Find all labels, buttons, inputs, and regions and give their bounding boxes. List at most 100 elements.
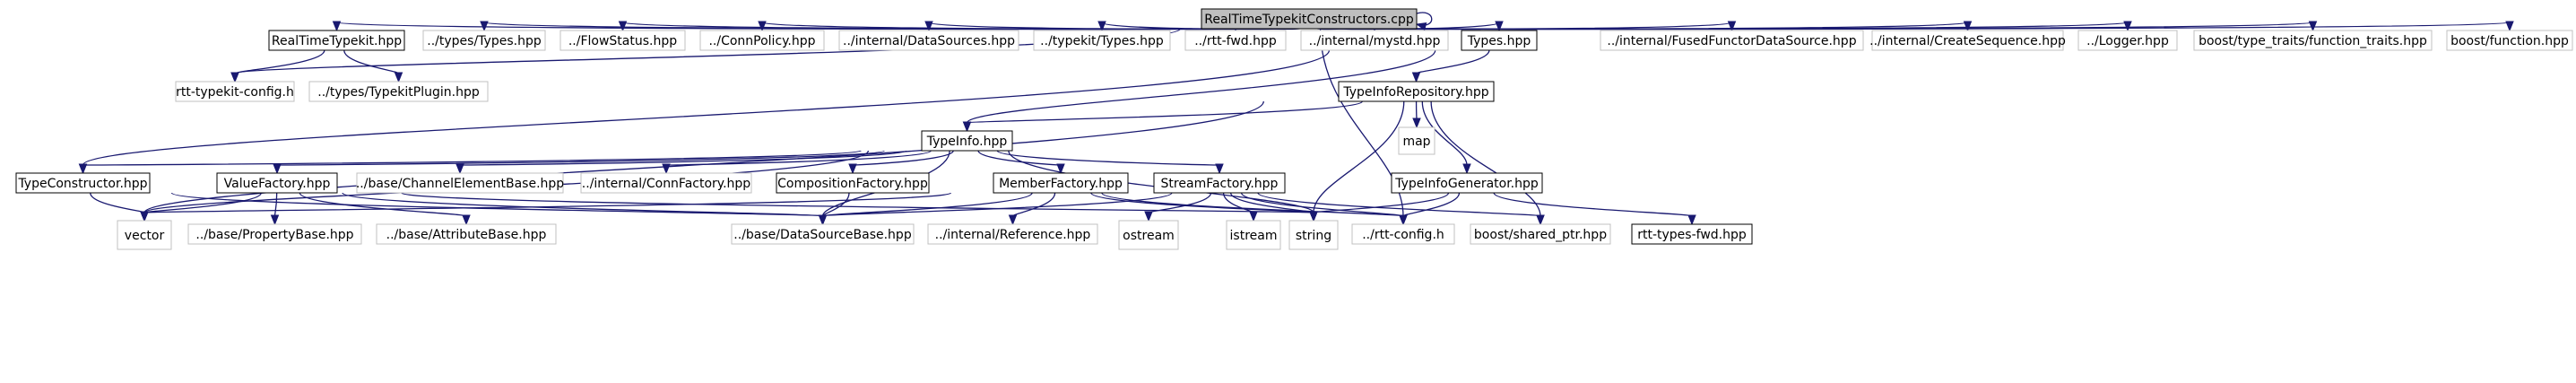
node-box	[1398, 126, 1435, 155]
node-chanelembase-hpp: ../base/ChannelElementBase.hpp	[356, 172, 564, 194]
edge-line	[82, 49, 1331, 166]
node-label: ../types/Types.hpp	[427, 34, 542, 48]
node-rtt-fwd-hpp: ../rtt-fwd.hpp	[1184, 30, 1287, 51]
edge-arrowhead	[1249, 211, 1258, 222]
edge-line	[996, 150, 1220, 166]
node-label: ../ConnPolicy.hpp	[708, 34, 815, 48]
node-label: ../base/DataSourceBase.hpp	[733, 228, 912, 242]
edge-typeinforepo-hpp-to-typeinfogen-hpp	[1421, 100, 1471, 175]
edge-typeinforepo-hpp-to-typeinfo-hpp	[962, 100, 1364, 133]
edge-rtt-typekit-hpp-to-typekitplugin-hpp	[343, 49, 403, 83]
edge-line	[1402, 192, 1461, 217]
edge-arrowhead	[758, 21, 767, 32]
node-box	[1351, 223, 1455, 245]
node-label: boost/function.hpp	[2450, 34, 2569, 48]
node-label: RealTimeTypekit.hpp	[272, 34, 402, 48]
node-flowstatus-hpp: ../FlowStatus.hpp	[559, 30, 686, 51]
edge-streamfactory-hpp-to-ostream	[1144, 192, 1212, 222]
edge-arrowhead	[1495, 21, 1504, 32]
node-label: boost/type_traits/function_traits.hpp	[2199, 34, 2427, 48]
node-rtt-typekit-hpp[interactable]: RealTimeTypekit.hpp	[268, 30, 405, 51]
edge-rtt-typekit-hpp-to-rtt-typekit-config-h	[230, 49, 325, 83]
edge-typeinfo-hpp-to-memberfactory-hpp	[977, 150, 1065, 175]
node-memberfactory-hpp[interactable]: MemberFactory.hpp	[993, 172, 1129, 194]
edge-root-to-boostfn-hpp	[1453, 21, 2514, 32]
edge-line	[143, 192, 262, 213]
node-shared-ptr-hpp: boost/shared_ptr.hpp	[1470, 223, 1611, 245]
edge-arrowhead	[1963, 21, 1973, 32]
node-typector-hpp[interactable]: TypeConstructor.hpp	[15, 172, 151, 194]
edge-line	[1421, 100, 1468, 166]
edge-arrowhead	[1309, 211, 1318, 222]
edge-arrowhead	[1144, 211, 1153, 222]
node-box	[216, 172, 338, 194]
edge-streamfactory-hpp-to-datasourcebase-hpp	[818, 192, 1173, 226]
node-box	[308, 81, 489, 102]
edge-arrowhead	[455, 163, 464, 175]
node-reference-hpp: ../internal/Reference.hpp	[927, 223, 1098, 245]
node-label: ../internal/Reference.hpp	[935, 228, 1091, 242]
edge-line	[1453, 22, 2511, 30]
node-box	[356, 172, 564, 194]
edge-arrowhead	[78, 163, 88, 175]
edge-line	[966, 100, 1364, 124]
edge-streamfactory-hpp-to-istream	[1222, 192, 1258, 222]
node-label: ../internal/CreateSequence.hpp	[1869, 34, 2066, 48]
edge-arrowhead	[1411, 72, 1421, 83]
node-label: rtt-typekit-config.h	[176, 85, 294, 100]
node-box	[699, 30, 825, 51]
node-valuefactory-hpp[interactable]: ValueFactory.hpp	[216, 172, 338, 194]
node-map: map	[1398, 126, 1435, 155]
edge-typector-hpp-to-vector	[90, 192, 149, 222]
node-typeinfogen-hpp[interactable]: TypeInfoGenerator.hpp	[1391, 172, 1543, 194]
node-rtt-types-fwd-hpp[interactable]: rtt-types-fwd.hpp	[1631, 223, 1753, 245]
node-typeinforepo-hpp[interactable]: TypeInfoRepository.hpp	[1338, 81, 1495, 102]
node-box	[838, 30, 1019, 51]
node-box	[268, 30, 405, 51]
node-box	[1631, 223, 1753, 245]
edge-typeinfo-hpp-to-chanelembase-hpp	[455, 150, 907, 175]
node-label: rtt-types-fwd.hpp	[1637, 228, 1747, 242]
node-typeinfo-hpp[interactable]: TypeInfo.hpp	[921, 130, 1013, 152]
node-box	[1201, 8, 1418, 30]
node-box	[376, 223, 557, 245]
node-box	[1153, 172, 1286, 194]
node-box	[1871, 30, 2064, 51]
edge-line	[1319, 28, 1404, 217]
node-connfactory-hpp: ../internal/ConnFactory.hpp	[580, 172, 752, 194]
node-label: ../internal/DataSources.hpp	[843, 34, 1015, 48]
edge-arrowhead	[818, 214, 828, 226]
node-ostream: ostream	[1118, 220, 1179, 250]
edge-line	[459, 150, 907, 166]
edge-arrowhead	[462, 214, 471, 226]
edge-root-to-rtt-config-h	[1319, 28, 1408, 226]
edge-typeinfogen-hpp-to-rtt-types-fwd-hpp	[1493, 192, 1696, 226]
edge-line	[1240, 192, 1404, 217]
node-datasourcebase-hpp: ../base/DataSourceBase.hpp	[731, 223, 915, 245]
node-connpolicy-hpp: ../ConnPolicy.hpp	[699, 30, 825, 51]
node-label: ../typekit/Types.hpp	[1040, 34, 1164, 48]
node-box	[1338, 81, 1495, 102]
node-streamfactory-hpp[interactable]: StreamFactory.hpp	[1153, 172, 1286, 194]
node-box	[2077, 30, 2178, 51]
node-string: string	[1288, 220, 1339, 250]
edge-typeinfo-hpp-to-connfactory-hpp	[662, 150, 932, 175]
edge-types-hpp-to-typector-hpp	[78, 49, 1331, 175]
node-root[interactable]: RealTimeTypekitConstructors.cpp	[1201, 8, 1418, 30]
edge-line	[821, 192, 1173, 217]
node-box	[1300, 30, 1449, 51]
node-compfactory-hpp[interactable]: CompositionFactory.hpp	[776, 172, 930, 194]
edge-typeinforepo-hpp-to-string	[1309, 100, 1405, 222]
node-box	[2446, 30, 2573, 51]
edge-arrowhead	[1462, 163, 1471, 175]
node-types-hpp[interactable]: Types.hpp	[1461, 30, 1538, 51]
node-label: ../base/ChannelElementBase.hpp	[356, 177, 564, 191]
node-layer: RealTimeTypekitConstructors.cppRealTimeT…	[15, 8, 2573, 250]
edge-line	[665, 150, 932, 166]
node-box	[1033, 30, 1171, 51]
node-vector: vector	[117, 220, 172, 250]
node-label: ../FlowStatus.hpp	[568, 34, 677, 48]
edge-line	[821, 192, 850, 217]
node-typekit-types-hpp: ../typekit/Types.hpp	[1033, 30, 1171, 51]
